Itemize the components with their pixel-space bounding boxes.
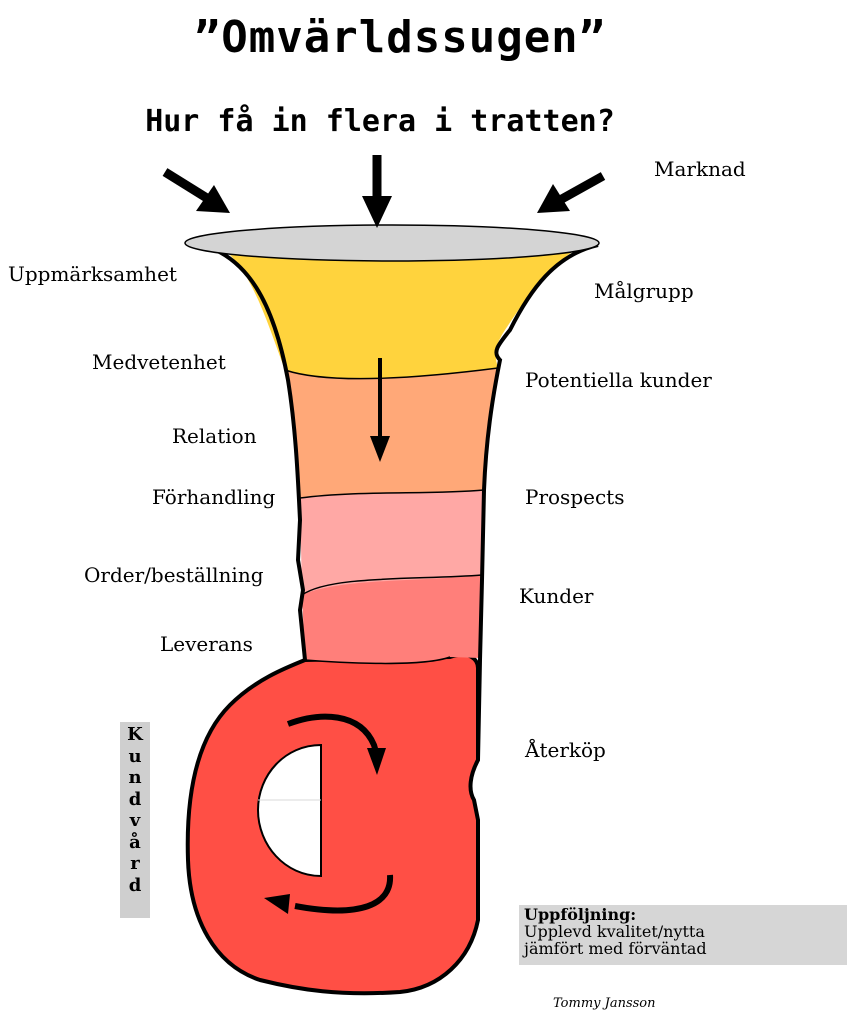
kundvard-letter: n — [120, 767, 150, 789]
kundvard-letter: u — [120, 746, 150, 768]
kundvard-letter: r — [120, 853, 150, 875]
kundvard-letter: d — [120, 789, 150, 811]
label-marknad: Marknad — [654, 157, 746, 181]
kundvard-box: K u n d v å r d — [120, 722, 150, 918]
funnel-rim — [185, 225, 599, 261]
inflow-arrow-right — [537, 176, 603, 213]
kundvard-letter: å — [120, 832, 150, 854]
bowl-layer — [188, 655, 478, 994]
label-order: Order/beställning — [84, 563, 264, 587]
label-uppmarksamhet: Uppmärksamhet — [8, 262, 177, 286]
followup-line1: Upplevd kvalitet/nytta — [524, 923, 847, 940]
funnel-layer-order — [302, 575, 482, 663]
author-credit: Tommy Jansson — [553, 996, 656, 1011]
followup-box: Uppföljning: Upplevd kvalitet/nytta jämf… — [519, 905, 847, 965]
followup-heading: Uppföljning: — [524, 906, 847, 923]
label-kunder: Kunder — [519, 584, 593, 608]
label-potentiella-kunder: Potentiella kunder — [525, 368, 712, 392]
label-relation: Relation — [172, 424, 257, 448]
kundvard-letter: v — [120, 810, 150, 832]
label-leverans: Leverans — [160, 632, 253, 656]
label-aterkop: Återköp — [525, 738, 606, 762]
followup-line2: jämfört med förväntad — [524, 940, 847, 957]
kundvard-letter: d — [120, 875, 150, 897]
label-forhandling: Förhandling — [152, 485, 275, 509]
inflow-arrow-center — [362, 155, 392, 228]
label-medvetenhet: Medvetenhet — [92, 350, 226, 374]
inflow-arrow-left — [165, 172, 230, 213]
funnel-layer-relation — [285, 368, 498, 498]
label-prospects: Prospects — [525, 485, 624, 509]
kundvard-letter: K — [120, 724, 150, 746]
label-malgrupp: Målgrupp — [594, 279, 694, 303]
